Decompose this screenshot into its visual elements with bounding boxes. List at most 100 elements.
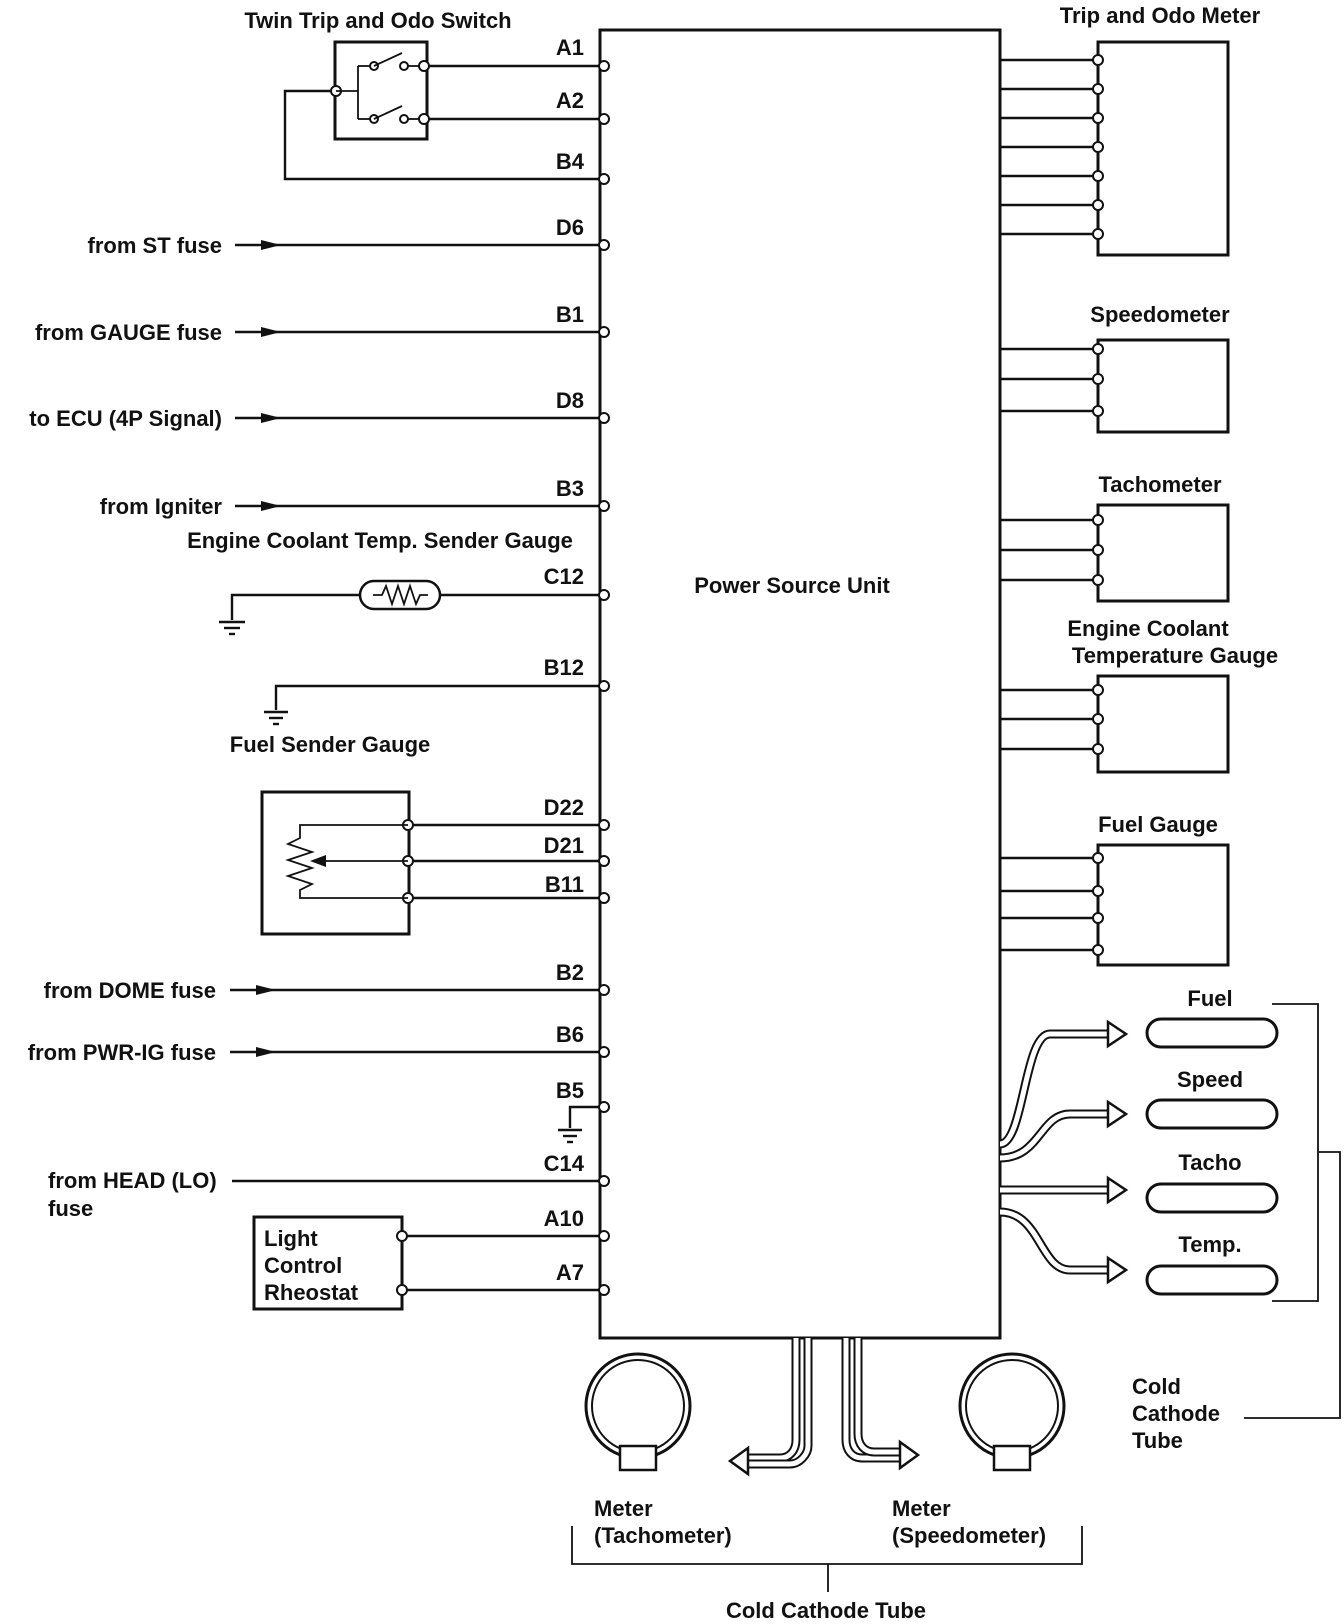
trip-odo-terminal bbox=[1092, 112, 1104, 124]
tube-feed-lines bbox=[998, 1019, 1129, 1285]
meter-tachometer-ring bbox=[584, 1352, 692, 1472]
rheostat-label-line3: Rheostat bbox=[264, 1280, 359, 1305]
pin-b2: B2 bbox=[556, 960, 584, 985]
coolant-gauge-label-line1: Engine Coolant bbox=[1067, 616, 1229, 641]
tachometer-label: Tachometer bbox=[1098, 472, 1222, 497]
arrow-right-icon bbox=[261, 327, 281, 337]
coolant-gauge-terminal bbox=[1092, 743, 1104, 755]
input-label-b6: from PWR-IG fuse bbox=[28, 1040, 216, 1065]
ground-icon bbox=[264, 710, 288, 726]
meter-speedo-label-line2: (Speedometer) bbox=[892, 1523, 1046, 1548]
arrow-right-icon bbox=[261, 240, 281, 250]
cold-cathode-label-line3: Tube bbox=[1132, 1428, 1183, 1453]
tachometer-terminal bbox=[1092, 544, 1104, 556]
pin-b6: B6 bbox=[556, 1022, 584, 1047]
coolant-gauge-terminal bbox=[1092, 713, 1104, 725]
pin-b4: B4 bbox=[556, 149, 585, 174]
meter-speedo-label-line1: Meter bbox=[892, 1496, 951, 1521]
light-control-rheostat bbox=[252, 1215, 404, 1311]
pin-c14: C14 bbox=[544, 1151, 585, 1176]
cold-cathode-label-line2: Cathode bbox=[1132, 1401, 1220, 1426]
trip-odo-terminal bbox=[1092, 228, 1104, 240]
pin-d8: D8 bbox=[556, 388, 584, 413]
fuel-gauge-terminal bbox=[1092, 912, 1104, 924]
cold-cathode-label-line1: Cold bbox=[1132, 1374, 1181, 1399]
pin-a1: A1 bbox=[556, 35, 584, 60]
head-lo-label-line2: fuse bbox=[48, 1196, 93, 1221]
rheostat-label-line2: Control bbox=[264, 1253, 342, 1278]
bottom-bracket bbox=[571, 1526, 1083, 1565]
tube-fuel-label: Fuel bbox=[1187, 986, 1232, 1011]
fuel-gauge-label: Fuel Gauge bbox=[1098, 812, 1218, 837]
speedometer-terminal bbox=[1092, 405, 1104, 417]
coolant-gauge-label-line2: Temperature Gauge bbox=[1072, 643, 1278, 668]
trip-odo-terminal bbox=[1092, 54, 1104, 66]
arrow-right-icon bbox=[256, 1047, 276, 1057]
tube-fuel: Fuel bbox=[1145, 986, 1279, 1049]
input-label-b3: from Igniter bbox=[100, 494, 223, 519]
trip-odo-terminal bbox=[1092, 199, 1104, 211]
twin-trip-switch-label: Twin Trip and Odo Switch bbox=[244, 8, 511, 33]
power-source-unit-label: Power Source Unit bbox=[694, 573, 890, 598]
pin-node-b2 bbox=[598, 984, 610, 996]
tube-speed-label: Speed bbox=[1177, 1067, 1243, 1092]
fuel-sender-gauge bbox=[260, 790, 414, 936]
tube-tacho: Tacho bbox=[1145, 1150, 1279, 1214]
speedometer-terminal bbox=[1092, 373, 1104, 385]
arrow-right-icon bbox=[261, 501, 281, 511]
ground-icon bbox=[219, 620, 245, 636]
rheostat-label-line1: Light bbox=[264, 1226, 318, 1251]
input-label-d6: from ST fuse bbox=[88, 233, 222, 258]
fuel-gauge-box bbox=[1096, 843, 1230, 967]
pin-b5: B5 bbox=[556, 1078, 584, 1103]
tube-tacho-label: Tacho bbox=[1178, 1150, 1241, 1175]
speedometer-terminal bbox=[1092, 343, 1104, 355]
tachometer-terminal bbox=[1092, 574, 1104, 586]
cold-cathode-tube-label: Cold Cathode Tube bbox=[726, 1598, 926, 1623]
pin-node-b1 bbox=[598, 326, 610, 338]
pin-node-b3 bbox=[598, 500, 610, 512]
trip-odo-terminal bbox=[1092, 170, 1104, 182]
pin-c12: C12 bbox=[544, 564, 584, 589]
coolant-gauge-box bbox=[1096, 674, 1230, 774]
coolant-sender-label: Engine Coolant Temp. Sender Gauge bbox=[187, 528, 573, 553]
tachometer-box bbox=[1096, 503, 1230, 603]
tube-temp-label: Temp. bbox=[1178, 1232, 1241, 1257]
meter-tacho-label-line2: (Tachometer) bbox=[594, 1523, 732, 1548]
input-label-d8: to ECU (4P Signal) bbox=[29, 406, 222, 431]
pin-a2: A2 bbox=[556, 88, 584, 113]
meter-tacho-label-line1: Meter bbox=[594, 1496, 653, 1521]
coolant-gauge-terminal bbox=[1092, 684, 1104, 696]
pin-b12: B12 bbox=[544, 655, 584, 680]
arrow-right-icon bbox=[256, 985, 276, 995]
pin-d21: D21 bbox=[544, 833, 584, 858]
meter-speedometer-ring bbox=[958, 1352, 1066, 1472]
pin-b11: B11 bbox=[545, 872, 584, 897]
trip-odo-meter-label: Trip and Odo Meter bbox=[1060, 3, 1261, 28]
meter-wires bbox=[1000, 54, 1104, 956]
tube-speed: Speed bbox=[1145, 1067, 1279, 1130]
ground-icon bbox=[558, 1128, 582, 1144]
fuel-gauge-terminal bbox=[1092, 944, 1104, 956]
head-lo-label-line1: from HEAD (LO) bbox=[48, 1168, 217, 1193]
tube-group-bracket bbox=[1272, 1003, 1319, 1302]
fuel-gauge-terminal bbox=[1092, 885, 1104, 897]
pin-a10: A10 bbox=[544, 1206, 584, 1231]
speedometer-box bbox=[1096, 338, 1230, 434]
power-source-unit-box bbox=[598, 28, 1002, 1340]
pin-node-d6 bbox=[598, 239, 610, 251]
fuel-gauge-terminal bbox=[1092, 852, 1104, 864]
pin-b1: B1 bbox=[556, 302, 584, 327]
tachometer-terminal bbox=[1092, 514, 1104, 526]
pin-d6: D6 bbox=[556, 215, 584, 240]
arrow-right-icon bbox=[261, 413, 281, 423]
pin-a7: A7 bbox=[556, 1260, 584, 1285]
tube-temp: Temp. bbox=[1145, 1232, 1279, 1296]
trip-odo-meter-box bbox=[1096, 40, 1230, 257]
speedometer-label: Speedometer bbox=[1090, 302, 1230, 327]
pin-b3: B3 bbox=[556, 476, 584, 501]
input-label-b2: from DOME fuse bbox=[44, 978, 216, 1003]
trip-odo-terminal bbox=[1092, 141, 1104, 153]
